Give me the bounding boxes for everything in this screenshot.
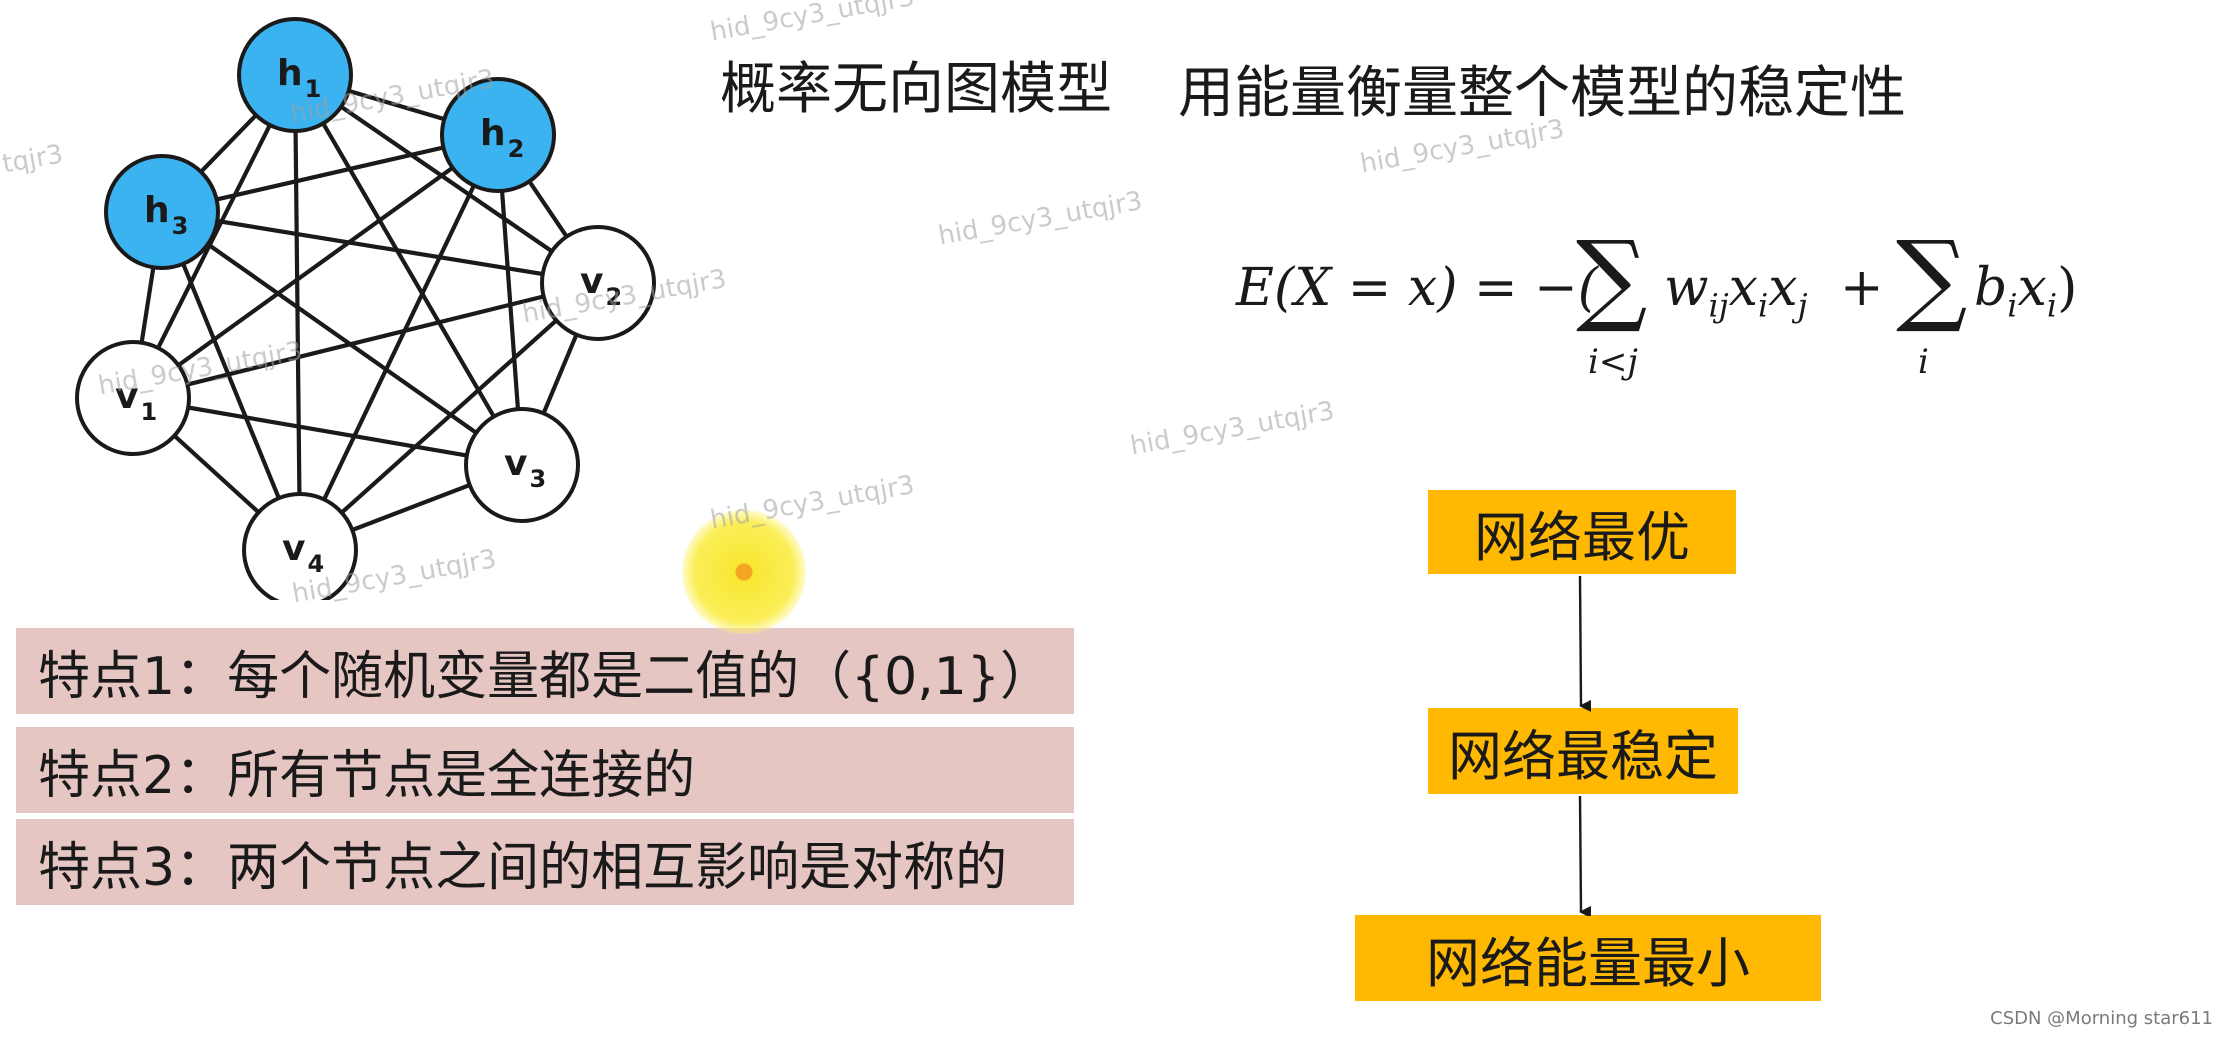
formula-plus: + (1840, 258, 1884, 318)
edge-h3-v2 (161, 209, 599, 286)
node-h3: h3 (104, 154, 220, 270)
edge-h1-v3 (293, 73, 524, 467)
flow-step-min-energy-label: 网络能量最小 (1426, 931, 1750, 995)
formula-term-2: bixi) (1974, 258, 2078, 325)
feature-3-text: 特点3：两个节点之间的相互影响是对称的 (38, 837, 1008, 898)
node-v1: v1 (75, 340, 191, 456)
node-v4-circle (242, 492, 358, 600)
edge-h2-v4 (298, 134, 500, 551)
formula-sum-2: ∑ (1896, 219, 1968, 336)
node-h1: h1 (237, 17, 353, 133)
feature-1: 特点1：每个随机变量都是二值的（{0,1}） (16, 628, 1074, 714)
flow-step-stable-label: 网络最稳定 (1448, 724, 1718, 788)
energy-formula: E(X = x) = −( ∑ i<j wijxixj + ∑ i bixi) (1236, 220, 2096, 390)
edge-h3-v3 (160, 210, 524, 467)
formula-lhs: E(X = x) = −( (1236, 258, 1598, 318)
edge-h3-v4 (160, 211, 302, 551)
node-h1-circle (237, 17, 353, 133)
node-v1-circle (75, 340, 191, 456)
edge-h1-v4 (292, 74, 303, 551)
flow-step-min-energy: 网络能量最小 (1355, 915, 1821, 1001)
node-h2-circle (440, 77, 556, 193)
formula-sum-1: ∑ (1576, 219, 1648, 336)
node-v3: v3 (464, 407, 580, 523)
edge-v1-v2 (132, 280, 599, 401)
flow-step-stable: 网络最稳定 (1428, 708, 1738, 794)
arrow-stable-to-min-energy (1578, 795, 1592, 916)
formula-sum-2-index: i (1918, 342, 1929, 382)
edge-h2-v1 (131, 133, 500, 400)
flow-step-optimal-label: 网络最优 (1474, 505, 1690, 569)
feature-3: 特点3：两个节点之间的相互影响是对称的 (16, 819, 1074, 905)
edge-v1-v3 (132, 395, 523, 468)
credit-text: CSDN @Morning star611 (1990, 1008, 2213, 1029)
watermark: hid_9cy3_utqjr3 (708, 0, 917, 48)
node-h2: h2 (440, 77, 556, 193)
node-v4: v4 (242, 492, 358, 600)
node-v2-circle (540, 225, 656, 341)
title-left: 概率无向图模型 (720, 57, 1112, 122)
node-h3-circle (104, 154, 220, 270)
node-v3-circle (464, 407, 580, 523)
watermark: hid_9cy3_utqjr3 (936, 186, 1145, 252)
edge-v2-v4 (298, 281, 600, 552)
arrow-optimal-to-stable (1578, 575, 1592, 712)
formula-sum-1-index: i<j (1588, 342, 1638, 382)
feature-1-text: 特点1：每个随机变量都是二值的（{0,1}） (38, 646, 1052, 707)
title-right: 用能量衡量整个模型的稳定性 (1178, 61, 1906, 126)
watermark: hid_9cy3_utqjr3 (1128, 396, 1337, 462)
cursor-highlight (682, 510, 806, 634)
flow-arrows (1578, 575, 1592, 916)
feature-2: 特点2：所有节点是全连接的 (16, 727, 1074, 813)
boltzmann-graph: h1 h2 h3 v1 v2 v3 v4 (75, 17, 656, 600)
formula-term-1: wijxixj (1664, 258, 1808, 325)
feature-2-text: 特点2：所有节点是全连接的 (38, 745, 696, 806)
node-v2: v2 (540, 225, 656, 341)
edge-h1-v2 (293, 73, 600, 285)
flow-step-optimal: 网络最优 (1428, 490, 1736, 574)
